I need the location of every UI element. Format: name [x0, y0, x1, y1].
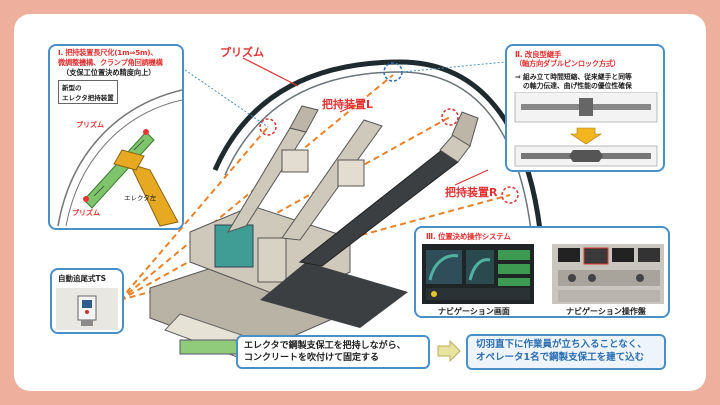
panel1-title-line1: Ⅰ. 把持装置長尺化(1m⇒5m)、	[58, 48, 158, 57]
note-line1: エレクタで鋼製支保工を把持しながら、	[244, 341, 406, 351]
panel-improved-joint: Ⅱ. 改良型継手 （軸方向ダブルピンロック方式） ⇒ 組み立て時間短縮、従来継手…	[505, 44, 665, 172]
panel-ts-title: 自動追尾式TS	[58, 274, 107, 283]
total-station-icon	[56, 288, 118, 330]
panel-gripper-extension: Ⅰ. 把持装置長尺化(1m⇒5m)、 微調整機構、クランプ角回調機構 （支保工位…	[48, 44, 184, 230]
panel1-prism-a: プリズム	[76, 121, 104, 129]
panel2-desc-line1: ⇒ 組み立て時間短縮、従来継手と同等	[515, 73, 632, 81]
boom-center	[281, 119, 383, 241]
gripper-circle-l	[441, 108, 459, 126]
panel2-title-line1: Ⅱ. 改良型継手	[515, 50, 562, 59]
result-line2: オペレータ1名で鋼製支保工を建て込む	[476, 351, 645, 363]
joint-diagram	[514, 92, 658, 167]
boom-left	[226, 105, 319, 233]
result-statement: 切羽直下に作業員が立ち入ることなく、 オペレータ1名で鋼製支保工を建て込む	[466, 334, 666, 370]
prism-circle-left	[259, 118, 277, 136]
navigation-visuals	[422, 244, 664, 304]
result-line1: 切羽直下に作業員が立ち入ることなく、	[476, 339, 647, 350]
result-arrow-icon	[437, 340, 461, 362]
prism-label: プリズム	[220, 46, 264, 59]
panel2-desc-line2: の軸力伝達、曲げ性能の優位性確保	[523, 82, 632, 90]
panel3-title: Ⅲ. 位置決め操作システム	[426, 232, 511, 241]
panel1-title-line2: 微調整機構、クランプ角回調機構	[58, 58, 163, 67]
panel1-prism-b: プリズム	[72, 209, 100, 217]
gripper-diagram	[57, 89, 182, 227]
new-gripper-badge: 新型の エレクタ把持装置	[58, 80, 118, 104]
boom-right	[298, 111, 479, 267]
panel1-subtitle: （支保工位置決め精度向上）	[62, 68, 156, 77]
process-note: エレクタで鋼製支保工を把持しながら、 コンクリートを吹付けて固定する	[236, 335, 430, 370]
panel-auto-tracking-ts: 自動追尾式TS	[50, 268, 124, 334]
panel1-erector-label: エレクタ左	[124, 194, 157, 202]
note-line2: コンクリートを吹付けて固定する	[244, 353, 380, 364]
gripper-circle-r	[501, 186, 519, 204]
panel-positioning-system: Ⅲ. 位置決め操作システム ナビゲーション画面 ナビゲーション操作盤	[414, 226, 670, 318]
gripper-r-label: 把持装置R	[445, 186, 498, 199]
panel2-title-line2: （軸方向ダブルピンロック方式）	[515, 59, 620, 68]
nav-screen-caption: ナビゲーション画面	[438, 307, 510, 316]
gripper-l-label: 把持装置L	[322, 98, 374, 111]
nav-panel-caption: ナビゲーション操作盤	[566, 307, 646, 316]
